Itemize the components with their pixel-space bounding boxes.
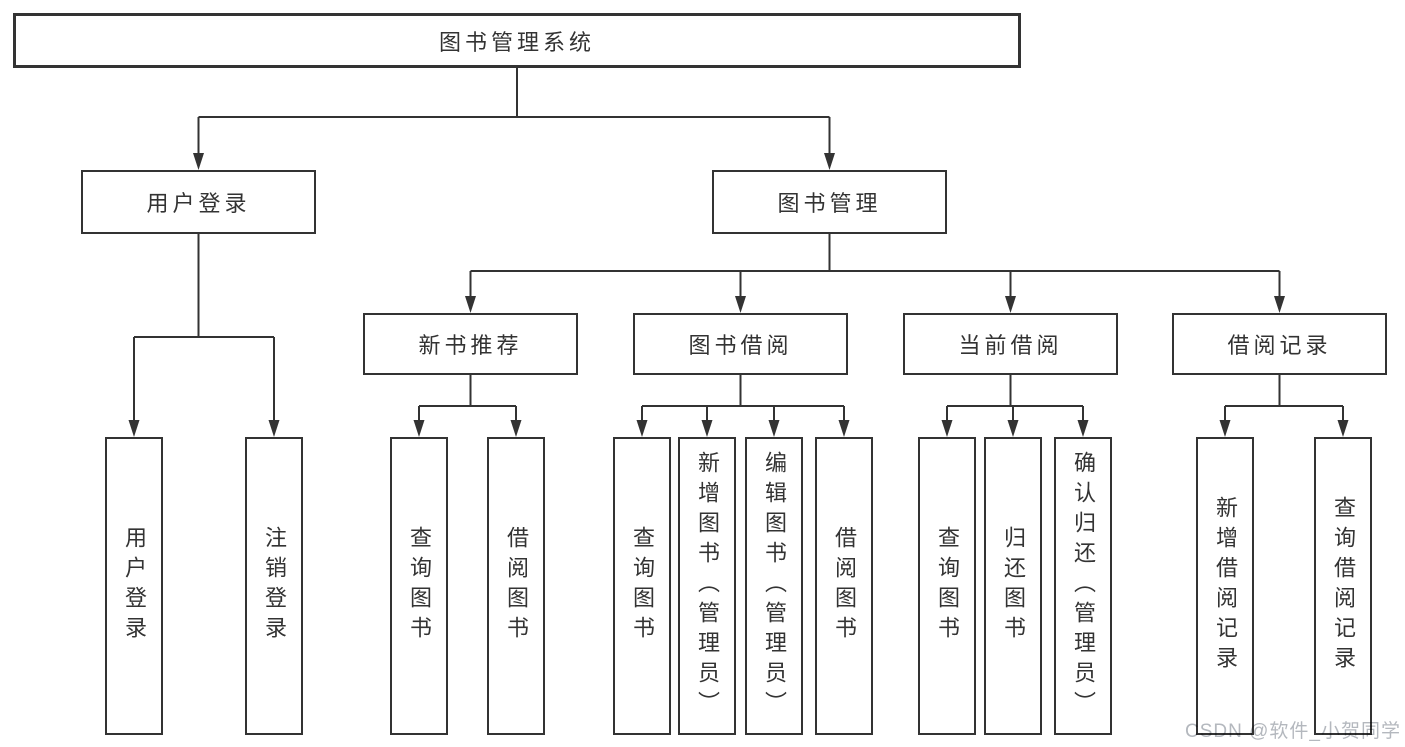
node-book-management-label: 图书管理: [777, 191, 882, 216]
node-query-borrow-record-label: 查询借阅记录: [1331, 496, 1356, 676]
node-return-book-label: 归还图书: [1001, 526, 1026, 646]
node-add-book: 新增图书（管理员）: [678, 437, 736, 735]
node-borrow-book-1: 借阅图书: [487, 437, 545, 735]
node-user-login-label: 用户登录: [122, 526, 147, 646]
node-query-book-1: 查询图书: [390, 437, 448, 735]
node-confirm-return: 确认归还（管理员）: [1054, 437, 1112, 735]
node-logout-label: 注销登录: [262, 526, 287, 646]
node-query-book-2-label: 查询图书: [630, 526, 655, 646]
node-current-borrow: 当前借阅: [903, 313, 1118, 375]
node-query-borrow-record: 查询借阅记录: [1314, 437, 1372, 735]
node-book-management: 图书管理: [712, 170, 947, 234]
csdn-watermark: CSDN @软件_小贺同学: [1185, 721, 1401, 742]
node-current-borrow-label: 当前借阅: [958, 333, 1063, 358]
connector-arrowheads: [128, 153, 1349, 437]
node-borrow-book-2-label: 借阅图书: [832, 526, 857, 646]
node-book-borrow: 图书借阅: [633, 313, 848, 375]
node-query-book-1-label: 查询图书: [407, 526, 432, 646]
node-book-borrow-label: 图书借阅: [688, 333, 793, 358]
node-edit-book-label: 编辑图书（管理员）: [762, 451, 787, 721]
node-borrow-records: 借阅记录: [1172, 313, 1387, 375]
node-root: 图书管理系统: [13, 13, 1021, 68]
node-query-book-3-label: 查询图书: [935, 526, 960, 646]
node-borrow-records-label: 借阅记录: [1227, 333, 1332, 358]
node-confirm-return-label: 确认归还（管理员）: [1071, 451, 1096, 721]
node-user-login-group-label: 用户登录: [146, 191, 251, 216]
node-add-book-label: 新增图书（管理员）: [695, 451, 720, 721]
node-new-book-recommend: 新书推荐: [363, 313, 578, 375]
node-root-label: 图书管理系统: [438, 29, 595, 55]
node-borrow-book-2: 借阅图书: [815, 437, 873, 735]
node-logout: 注销登录: [245, 437, 303, 735]
node-add-borrow-record: 新增借阅记录: [1196, 437, 1254, 735]
node-return-book: 归还图书: [984, 437, 1042, 735]
node-query-book-2: 查询图书: [613, 437, 671, 735]
node-add-borrow-record-label: 新增借阅记录: [1213, 496, 1238, 676]
node-borrow-book-1-label: 借阅图书: [504, 526, 529, 646]
node-user-login: 用户登录: [105, 437, 163, 735]
node-user-login-group: 用户登录: [81, 170, 316, 234]
node-edit-book: 编辑图书（管理员）: [745, 437, 803, 735]
node-query-book-3: 查询图书: [918, 437, 976, 735]
node-new-book-recommend-label: 新书推荐: [418, 333, 523, 358]
